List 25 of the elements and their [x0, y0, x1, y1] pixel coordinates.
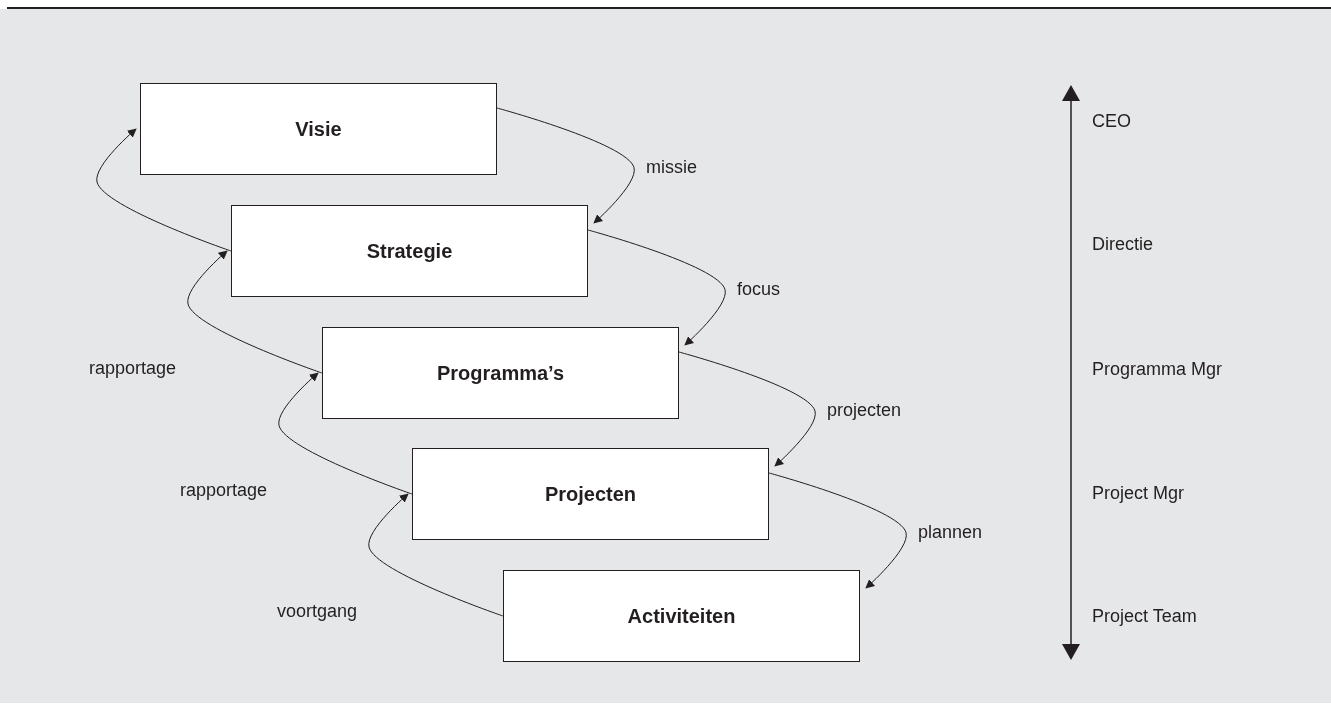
- level-label: Programma Mgr: [1092, 360, 1223, 380]
- arrow: [187, 250, 323, 374]
- process-box: [140, 83, 497, 175]
- arrow: [768, 472, 907, 589]
- arrow: [678, 351, 816, 467]
- box-label: Activiteiten: [627, 604, 736, 628]
- box-label: Programma’s: [436, 361, 565, 385]
- arrow: [587, 229, 726, 346]
- process-box: [412, 448, 769, 540]
- box-label: Strategie: [366, 239, 453, 263]
- box-label: Projecten: [544, 482, 637, 506]
- level-label: Project Mgr: [1092, 484, 1185, 504]
- arrow: [96, 128, 232, 252]
- edge-label: rapportage: [88, 359, 176, 379]
- process-box: [231, 205, 588, 297]
- arrow: [278, 372, 413, 495]
- arrow: [368, 493, 504, 617]
- process-box: [503, 570, 860, 662]
- level-label: Project Team: [1092, 607, 1197, 627]
- box-label: Visie: [295, 117, 342, 141]
- edge-label: projecten: [827, 401, 902, 421]
- edge-label: plannen: [918, 522, 983, 543]
- process-box: [322, 327, 679, 419]
- arrow: [496, 107, 635, 224]
- edge-label: voortgang: [276, 602, 357, 622]
